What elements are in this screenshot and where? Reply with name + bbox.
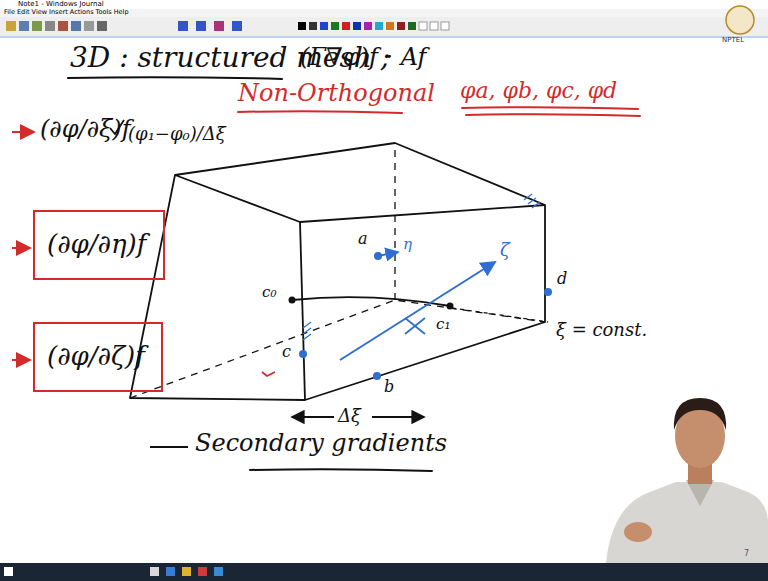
face-points [299, 252, 552, 380]
axis-label: η [403, 236, 412, 253]
point-label: c₁ [436, 316, 450, 333]
highlight-box: (∂φ/∂ζ)f [33, 322, 163, 392]
axis-label: ζ [500, 240, 510, 261]
point-label: c [282, 343, 291, 361]
dash-line [150, 446, 188, 448]
cross-mark [405, 318, 425, 334]
taskbar [0, 563, 768, 581]
point-label: a [358, 230, 368, 248]
hexahedral-cell [130, 143, 545, 400]
toolbar-icons [6, 21, 449, 31]
tool-bar [0, 17, 768, 36]
lecturer-photo [606, 398, 768, 563]
underlines [68, 77, 640, 471]
taskbar-icons [4, 567, 223, 576]
window-title: Note1 - Windows Journal [18, 0, 104, 8]
line-label: ξ = const. [556, 320, 647, 341]
pointer-arrows [12, 132, 34, 360]
highlight-box: (∂φ/∂η)f [33, 210, 165, 280]
grid-line [452, 308, 548, 322]
cross-mark [405, 318, 425, 334]
check-mark [262, 372, 275, 376]
dimension-arrow [292, 416, 334, 418]
menu-bar [0, 9, 768, 17]
hatch-marks [303, 194, 540, 340]
point-label: d [557, 270, 567, 288]
logo-text: NPTEL [722, 36, 744, 44]
difference-formula: (φ₁−φ₀)/Δξ [128, 124, 226, 145]
gradient-term: (∂φ/∂ξ)f [40, 116, 131, 144]
point-label: c₀ [262, 284, 276, 301]
cell-centre [447, 303, 454, 310]
gradient-term: (∂φ/∂ζ)f [47, 342, 149, 372]
cell-centre [289, 297, 296, 304]
zeta-vector [340, 262, 495, 360]
page-number: 7 [744, 549, 749, 558]
flux-term: (Γ∇φ)f · Af [300, 44, 427, 72]
menu-text: File Edit View Insert Actions Tools Help [4, 9, 129, 16]
face-values: φa, φb, φc, φd [460, 78, 617, 103]
gradient-term: (∂φ/∂η)f [47, 230, 151, 260]
dimension-arrow [372, 416, 424, 418]
point-label: b [384, 378, 394, 396]
note-text: Secondary gradients [195, 430, 447, 458]
title-bar [0, 0, 768, 9]
page-rule [0, 36, 768, 38]
nptel-logo [726, 6, 754, 34]
note-text: Non-Orthogonal [238, 80, 435, 108]
dimension-label: Δξ [338, 406, 361, 427]
